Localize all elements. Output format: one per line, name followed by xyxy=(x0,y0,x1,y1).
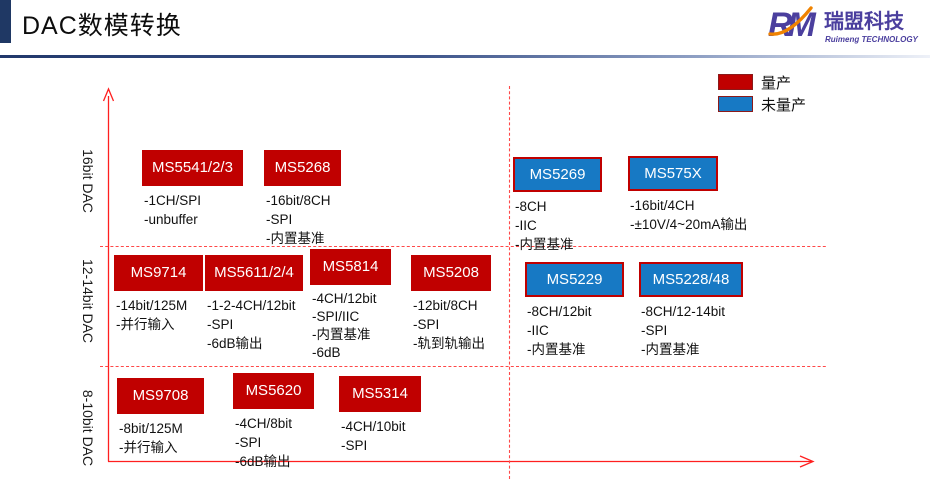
spec-line: -6dB xyxy=(312,345,341,360)
product-chip: MS5208 xyxy=(411,255,491,291)
spec-line: -SPI xyxy=(641,323,668,338)
legend-swatch-red xyxy=(718,74,753,90)
product-specs: -16bit/4CH -±10V/4~20mA输出 xyxy=(630,196,747,234)
y-axis-arrow-icon xyxy=(102,87,115,102)
product-ms9708: MS9708 -8bit/125M -并行输入 xyxy=(117,378,204,457)
spec-line: -SPI xyxy=(266,212,293,227)
title-accent-bar xyxy=(0,0,11,43)
product-chip: MS5229 xyxy=(525,262,624,297)
spec-line: -8CH/12-14bit xyxy=(641,304,726,319)
product-specs: -1CH/SPI -unbuffer xyxy=(144,191,243,229)
spec-line: -SPI xyxy=(413,317,440,332)
product-specs: -4CH/8bit -SPI -6dB输出 xyxy=(235,414,314,471)
spec-line: -16bit/4CH xyxy=(630,198,695,213)
spec-line: -14bit/125M xyxy=(116,298,188,313)
spec-line: -SPI xyxy=(341,438,368,453)
product-specs: -8bit/125M -并行输入 xyxy=(119,419,204,457)
spec-line: -unbuffer xyxy=(144,212,198,227)
product-ms5611-2-4: MS5611/2/4 -1-2-4CH/12bit -SPI -6dB输出 xyxy=(205,255,303,353)
product-ms5314: MS5314 -4CH/10bit -SPI xyxy=(339,376,421,455)
spec-line: -8CH xyxy=(515,199,547,214)
product-chip: MS5620 xyxy=(233,373,314,409)
product-ms5268: MS5268 -16bit/8CH -SPI -内置基准 xyxy=(264,150,341,248)
legend-item-mass-production: 量产 xyxy=(718,71,806,93)
spec-line: -SPI xyxy=(235,435,262,450)
row-label-16bit: 16bit DAC xyxy=(80,149,96,213)
product-specs: -1-2-4CH/12bit -SPI -6dB输出 xyxy=(207,296,303,353)
spec-line: -8CH/12bit xyxy=(527,304,592,319)
product-specs: -8CH -IIC -内置基准 xyxy=(515,197,602,254)
product-chip: MS9708 xyxy=(117,378,204,414)
product-specs: -4CH/12bit -SPI/IIC -内置基准 -6dB xyxy=(312,290,391,362)
product-chip: MS5611/2/4 xyxy=(205,255,303,291)
spec-line: -轨到轨输出 xyxy=(413,336,485,351)
spec-line: -6dB输出 xyxy=(207,336,263,351)
legend-swatch-blue xyxy=(718,96,753,112)
page-title: DAC数模转换 xyxy=(22,12,182,40)
product-specs: -8CH/12-14bit -SPI -内置基准 xyxy=(641,302,743,359)
spec-line: -1-2-4CH/12bit xyxy=(207,298,296,313)
product-chip: MS5814 xyxy=(310,249,391,285)
spec-line: -6dB输出 xyxy=(235,454,291,469)
product-specs: -14bit/125M -并行输入 xyxy=(116,296,203,334)
spec-line: -16bit/8CH xyxy=(266,193,331,208)
spec-line: -±10V/4~20mA输出 xyxy=(630,217,748,232)
product-ms5814: MS5814 -4CH/12bit -SPI/IIC -内置基准 -6dB xyxy=(310,249,391,362)
spec-line: -SPI xyxy=(207,317,234,332)
header-divider xyxy=(0,55,930,58)
product-ms5541-2-3: MS5541/2/3 -1CH/SPI -unbuffer xyxy=(142,150,243,229)
product-chip: MS5314 xyxy=(339,376,421,412)
spec-line: -SPI/IIC xyxy=(312,309,360,324)
product-chip: MS575X xyxy=(628,156,718,191)
spec-line: -4CH/12bit xyxy=(312,291,377,306)
product-chip: MS9714 xyxy=(114,255,203,291)
spec-line: -并行输入 xyxy=(116,317,175,332)
legend-item-not-mass-production: 未量产 xyxy=(718,93,806,115)
product-chip: MS5269 xyxy=(513,157,602,192)
x-axis-arrow-icon xyxy=(799,455,815,468)
product-ms5229: MS5229 -8CH/12bit -IIC -内置基准 xyxy=(525,262,624,359)
legend-label: 量产 xyxy=(761,74,792,92)
logo-brand-en: Ruimeng TECHNOLOGY xyxy=(825,35,919,44)
product-ms5208: MS5208 -12bit/8CH -SPI -轨到轨输出 xyxy=(411,255,491,353)
spec-line: -内置基准 xyxy=(515,237,574,252)
spec-line: -8bit/125M xyxy=(119,421,183,436)
spec-line: -12bit/8CH xyxy=(413,298,478,313)
spec-line: -IIC xyxy=(515,218,537,233)
product-ms9714: MS9714 -14bit/125M -并行输入 xyxy=(114,255,203,334)
spec-line: -1CH/SPI xyxy=(144,193,202,208)
spec-line: -4CH/10bit xyxy=(341,419,406,434)
logo-brand-cn: 瑞盟科技 xyxy=(824,9,905,33)
row-label-12-14bit: 12-14bit DAC xyxy=(80,258,96,344)
product-specs: -8CH/12bit -IIC -内置基准 xyxy=(527,302,624,359)
company-logo: RM 瑞盟科技 Ruimeng TECHNOLOGY xyxy=(768,6,919,44)
logo-swoosh-icon xyxy=(768,6,813,36)
product-ms575x: MS575X -16bit/4CH -±10V/4~20mA输出 xyxy=(628,156,747,234)
product-chip: MS5268 xyxy=(264,150,341,186)
product-specs: -4CH/10bit -SPI xyxy=(341,417,421,455)
spec-line: -IIC xyxy=(527,323,549,338)
spec-line: -内置基准 xyxy=(641,342,700,357)
spec-line: -内置基准 xyxy=(266,231,325,246)
product-chip: MS5228/48 xyxy=(639,262,743,297)
product-chip: MS5541/2/3 xyxy=(142,150,243,186)
product-ms5228-48: MS5228/48 -8CH/12-14bit -SPI -内置基准 xyxy=(639,262,743,359)
row-label-8-10bit: 8-10bit DAC xyxy=(80,389,96,467)
product-specs: -12bit/8CH -SPI -轨到轨输出 xyxy=(413,296,491,353)
product-ms5269: MS5269 -8CH -IIC -内置基准 xyxy=(513,157,602,254)
spec-line: -并行输入 xyxy=(119,440,178,455)
legend: 量产 未量产 xyxy=(718,71,806,115)
spec-line: -4CH/8bit xyxy=(235,416,293,431)
product-ms5620: MS5620 -4CH/8bit -SPI -6dB输出 xyxy=(233,373,314,471)
legend-label: 未量产 xyxy=(761,96,807,114)
spec-line: -内置基准 xyxy=(312,327,371,342)
spec-line: -内置基准 xyxy=(527,342,586,357)
product-specs: -16bit/8CH -SPI -内置基准 xyxy=(266,191,341,248)
